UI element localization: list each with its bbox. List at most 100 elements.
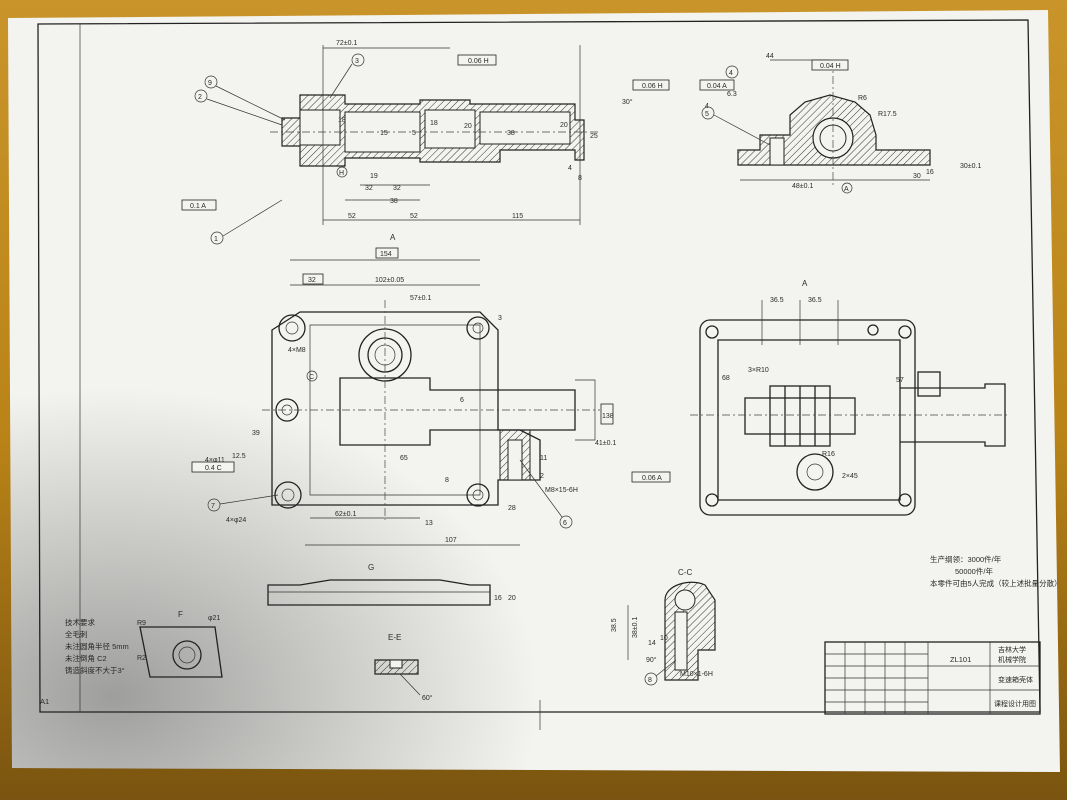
tolerance-value: 0.1 A — [190, 203, 206, 210]
balloon-number: 8 — [648, 677, 652, 684]
dim-label: 154 — [380, 251, 392, 258]
tolerance-value: 0.04 H — [820, 63, 841, 70]
dim-label: 15 — [380, 130, 388, 137]
tech-line: 未注倒角 C2 — [65, 653, 107, 663]
balloon-number: 6 — [563, 520, 567, 527]
production-line: 生产纲领：3000件/年 — [930, 554, 1002, 564]
dim-label: 52 — [348, 213, 356, 220]
dim-label: 16 — [494, 595, 502, 602]
balloon-number: 4 — [729, 70, 733, 77]
dim-label: 20 — [560, 122, 568, 129]
dim-label: 3×R10 — [748, 367, 769, 374]
section-gg: 16 20 — [267, 579, 516, 606]
dim-label: 3 — [498, 315, 502, 322]
section-label-ff: F — [178, 610, 183, 619]
datum-letter: H — [339, 170, 344, 177]
dim-label: 18 — [430, 120, 438, 127]
dim-label: 11 — [540, 455, 547, 462]
datum-markers: A H C — [306, 166, 853, 382]
dim-label: R16 — [822, 451, 835, 458]
dim-label: 38 — [390, 198, 398, 205]
right-view-dimensions: 36.5 36.5 3×R10 68 57 R16 2×45 — [722, 297, 904, 480]
dim-label: R2 — [137, 655, 146, 662]
dim-label: 38 — [507, 130, 515, 137]
dim-label: 72±0.1 — [336, 40, 357, 47]
dim-label: 6.3 — [727, 91, 737, 98]
balloon-number: 3 — [355, 58, 359, 65]
dim-label: 30 — [913, 173, 921, 180]
balloon-number: 2 — [198, 94, 202, 101]
section-label-cc: C-C — [678, 568, 692, 577]
dim-label: 13 — [425, 520, 433, 527]
dim-label: 32 — [365, 185, 373, 192]
section-cc: 38.5 38±0.1 14 10 90° M10×1-6H — [611, 581, 716, 681]
dim-label: 25 — [590, 133, 598, 140]
tech-line: 全毛刺 — [65, 629, 88, 639]
production-notes: 生产纲领：3000件/年 50000件/年 本零件可由5人完成（较上述批量分散） — [930, 554, 1062, 588]
dim-label: 16 — [926, 169, 934, 176]
section-ee: 60° — [374, 659, 433, 702]
dim-label: 32 — [308, 277, 316, 284]
dim-label: 5 — [412, 130, 416, 137]
section-ff: R9 R2 φ21 — [137, 615, 223, 678]
dim-label: 8 — [578, 175, 582, 182]
dim-label: 10 — [660, 635, 668, 642]
section-label-aa-right: A — [802, 279, 808, 288]
dim-label: 2×45 — [842, 473, 858, 480]
main-view-dimensions: 154 32 102±0.05 57±0.1 3 39 62±0.1 107 1… — [205, 247, 616, 544]
dim-label: 36.5 — [770, 297, 784, 304]
tech-title: 技术要求 — [65, 617, 95, 627]
tolerance-value: 0.06 H — [468, 58, 489, 65]
dim-label: 4×φ24 — [226, 517, 246, 524]
top-section-view — [270, 45, 600, 225]
dim-label: 115 — [512, 213, 523, 220]
dim-label: 14 — [648, 640, 656, 647]
department-name: 机械学院 — [998, 655, 1026, 664]
dim-label: 4 — [705, 103, 709, 110]
dim-label: 30° — [622, 98, 633, 106]
dim-label: φ21 — [208, 615, 220, 622]
balloon-number: 1 — [214, 236, 218, 243]
tolerance-value: 0.06 H — [642, 83, 663, 90]
dim-label: R17.5 — [878, 111, 897, 118]
dim-label: 2 — [540, 473, 544, 480]
dim-label: 138 — [602, 413, 614, 420]
dim-label: 62±0.1 — [335, 511, 356, 518]
dim-label: 102±0.05 — [375, 277, 404, 284]
datum-letter: A — [844, 186, 849, 193]
dim-label: 36.5 — [808, 297, 822, 304]
tolerance-value: 0.06 A — [642, 475, 662, 482]
tolerance-value: 0.4 C — [205, 465, 222, 472]
dim-label: 39 — [252, 430, 260, 437]
balloon-number: 7 — [211, 503, 215, 510]
production-line: 50000件/年 — [955, 566, 993, 576]
dim-label: 38±0.1 — [632, 617, 639, 638]
part-number: ZL101 — [950, 655, 971, 664]
dim-label: 12.5 — [232, 453, 246, 460]
dim-label: 19 — [370, 173, 378, 180]
school-name: 吉林大学 — [998, 645, 1026, 654]
main-plan-view — [262, 259, 600, 546]
dim-label: 107 — [445, 537, 457, 544]
corner-mark: A1 — [40, 697, 49, 706]
dim-label: 57±0.1 — [410, 295, 431, 302]
dim-label: 38.5 — [611, 618, 618, 632]
section-label-aa: A — [390, 233, 396, 242]
callout-balloons: 1 2 3 4 5 6 7 8 9 — [194, 53, 771, 686]
datum-letter: C — [309, 374, 314, 381]
right-plan-view — [690, 300, 1010, 516]
dim-label: 90° — [646, 656, 657, 664]
balloon-number: 5 — [705, 111, 709, 118]
dim-label: 20 — [464, 123, 472, 130]
side-view-dimensions: 44 R6 R17.5 48±0.1 30 16 30±0.1 4 6.3 — [705, 53, 981, 190]
dim-label: M8×15-6H — [545, 487, 578, 494]
section-label-gg: G — [368, 563, 374, 572]
dim-label: 30±0.1 — [960, 163, 981, 170]
dim-label: 4 — [568, 165, 572, 172]
dim-label: 20 — [508, 595, 516, 602]
tolerance-frames: 0.06 H 0.06 H 0.04 H 0.06 A 0.4 C 0.1 A … — [181, 54, 849, 483]
technical-requirements: 技术要求 全毛刺 未注圆角半径 5mm 未注倒角 C2 铸造斜度不大于3° — [65, 617, 129, 675]
dim-label: 6 — [460, 397, 464, 404]
